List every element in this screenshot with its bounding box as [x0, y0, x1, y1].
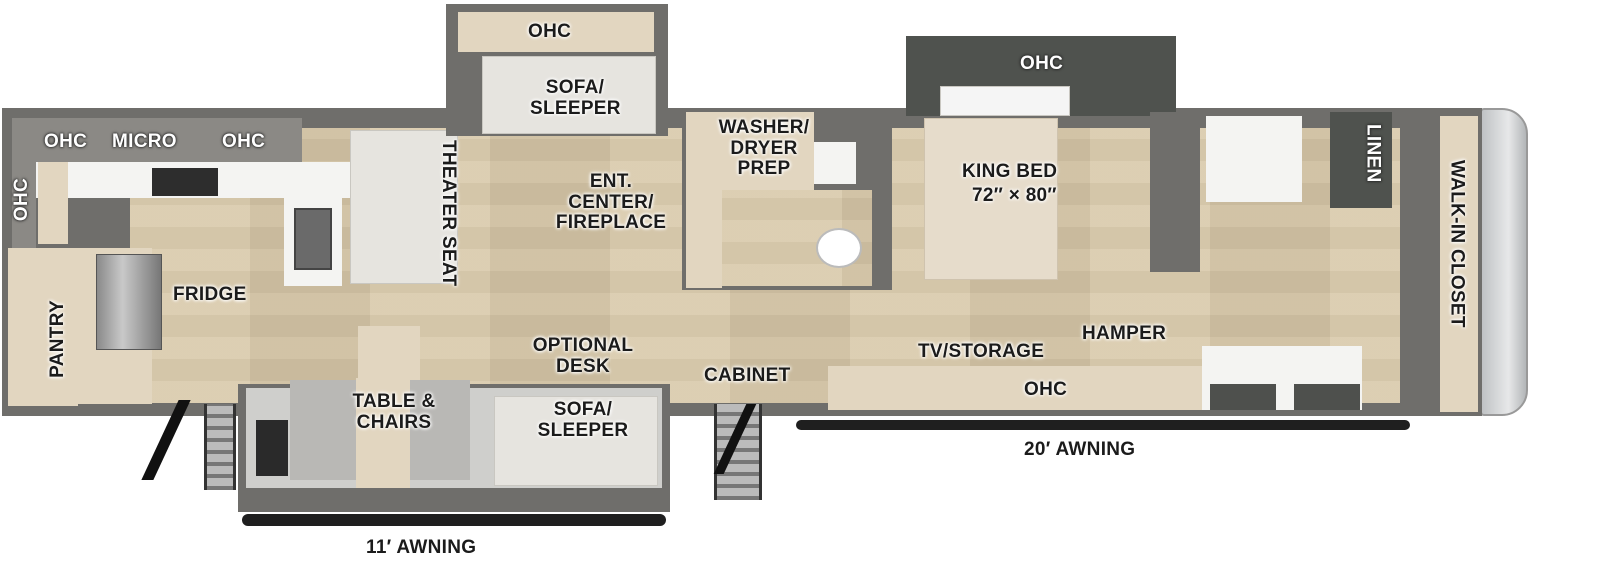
bath-divider	[1150, 112, 1200, 272]
half-bath-sink	[814, 142, 856, 184]
toilet	[816, 228, 862, 268]
awning-label: 20′ AWNING	[1024, 439, 1136, 460]
window	[256, 420, 288, 476]
awning-label: 11′ AWNING	[366, 537, 477, 558]
ohc-label: OHC	[1024, 379, 1068, 400]
washer-dryer-prep	[722, 112, 814, 190]
theater-seat-label: THEATER SEAT	[438, 140, 459, 287]
pantry	[8, 248, 78, 406]
entry-steps	[714, 404, 762, 500]
microwave-label: MICRO	[112, 131, 177, 152]
front-cap	[1480, 108, 1528, 416]
washer-dryer-cabinet	[686, 112, 722, 288]
sofa-sleeper-label: SOFA/ SLEEPER	[530, 77, 621, 119]
vanity-sink	[1294, 384, 1360, 410]
linen-label: LINEN	[1362, 124, 1384, 183]
awning-bar	[242, 514, 666, 526]
ohc-label: OHC	[11, 178, 32, 222]
walk-in-closet	[1440, 116, 1478, 412]
fridge	[96, 254, 162, 350]
pillows	[940, 86, 1070, 116]
bedroom-ohc	[828, 366, 1202, 410]
linen-closet	[1330, 112, 1392, 208]
ohc-label: OHC	[528, 21, 572, 42]
ohc-label: OHC	[222, 131, 266, 152]
king-bed-label: KING BED	[962, 161, 1058, 182]
walk-in-closet-label: WALK-IN CLOSET	[1446, 160, 1468, 328]
washer-dryer-label: WASHER/ DRYER PREP	[718, 117, 810, 180]
sofa-sleeper-bottom	[494, 396, 658, 486]
slide-ohc	[458, 12, 654, 52]
cabinet-label: CABINET	[704, 365, 791, 386]
king-bed-size-label: 72″ × 80″	[972, 185, 1057, 206]
kitchen-side-cabinet	[38, 162, 68, 244]
optional-desk	[358, 326, 420, 382]
shower	[1206, 116, 1302, 202]
tv-storage-label: TV/STORAGE	[918, 341, 1045, 362]
ohc-label: OHC	[44, 131, 88, 152]
kitchen-upper-cabinets	[12, 118, 302, 162]
king-bed	[924, 118, 1058, 280]
sink	[294, 208, 332, 270]
sofa-sleeper-label: SOFA/ SLEEPER	[537, 399, 629, 441]
sofa-sleeper-top	[482, 56, 656, 134]
entry-steps	[204, 404, 236, 490]
pantry-label: PANTRY	[47, 300, 68, 378]
ohc-label: OHC	[1020, 53, 1064, 74]
table-chairs-label: TABLE & CHAIRS	[352, 391, 436, 433]
optional-desk-label: OPTIONAL DESK	[532, 335, 634, 377]
theater-seat	[350, 130, 458, 284]
stovetop	[152, 168, 218, 196]
awning-bar	[796, 420, 1410, 430]
hamper-label: HAMPER	[1082, 323, 1167, 344]
side-ohc	[12, 162, 36, 248]
fridge-label: FRIDGE	[173, 284, 247, 305]
vanity-sink	[1210, 384, 1276, 410]
ent-center-label: ENT. CENTER/ FIREPLACE	[555, 171, 667, 234]
dining-table	[356, 378, 410, 488]
